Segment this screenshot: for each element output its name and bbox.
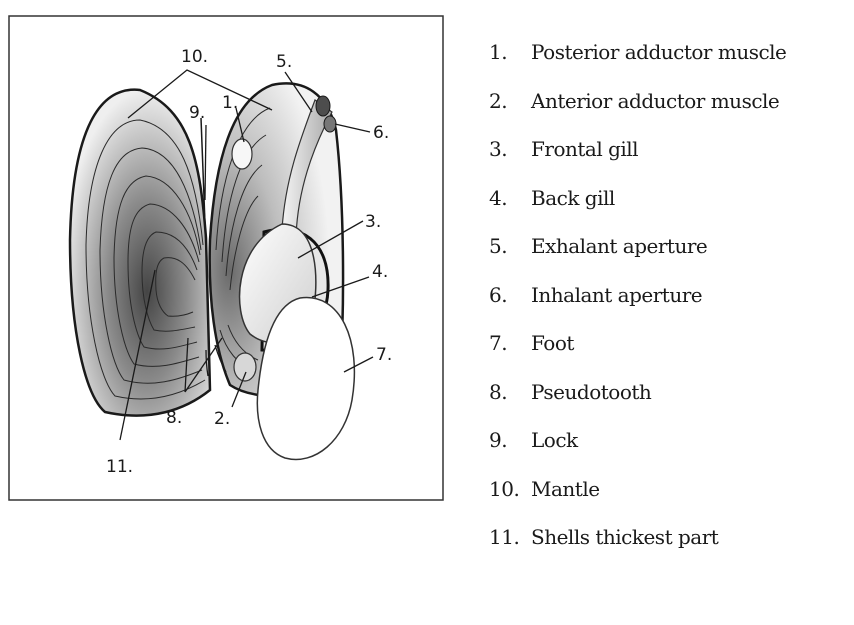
legend-label: Lock (531, 428, 578, 452)
legend-item: 7.Foot (489, 331, 849, 380)
legend-number: 10. (489, 477, 531, 501)
callout-6: 6. (373, 123, 389, 143)
callout-2: 2. (214, 409, 230, 429)
callout-9: 9. (189, 103, 205, 123)
legend-number: 4. (489, 186, 531, 210)
legend-label: Mantle (531, 477, 600, 501)
legend-label: Pseudotooth (531, 380, 651, 404)
legend-item: 8.Pseudotooth (489, 380, 849, 429)
legend-label: Anterior adductor muscle (531, 89, 779, 113)
legend-item: 1.Posterior adductor muscle (489, 40, 849, 89)
legend-item: 2.Anterior adductor muscle (489, 89, 849, 138)
legend-label: Posterior adductor muscle (531, 40, 786, 64)
legend-number: 1. (489, 40, 531, 64)
legend-number: 8. (489, 380, 531, 404)
legend-item: 9.Lock (489, 428, 849, 477)
legend-item: 10.Mantle (489, 477, 849, 526)
legend-item: 6.Inhalant aperture (489, 283, 849, 332)
callout-5: 5. (276, 52, 292, 72)
posterior-adductor-muscle (232, 139, 252, 169)
legend-list: 1.Posterior adductor muscle2.Anterior ad… (489, 40, 849, 574)
legend-item: 5.Exhalant aperture (489, 234, 849, 283)
legend-number: 2. (489, 89, 531, 113)
legend-label: Frontal gill (531, 137, 638, 161)
callout-4: 4. (372, 262, 388, 282)
legend-label: Back gill (531, 186, 615, 210)
legend-item: 3.Frontal gill (489, 137, 849, 186)
callout-8: 8. (166, 408, 182, 428)
legend-number: 9. (489, 428, 531, 452)
inhalant-aperture (324, 116, 336, 132)
legend-item: 4.Back gill (489, 186, 849, 235)
legend-number: 6. (489, 283, 531, 307)
callout-10: 10. (181, 47, 208, 67)
legend-number: 5. (489, 234, 531, 258)
exhalant-aperture (316, 96, 330, 116)
callout-3: 3. (365, 212, 381, 232)
legend-item: 11.Shells thickest part (489, 525, 849, 574)
callout-7: 7. (376, 345, 392, 365)
legend-number: 11. (489, 525, 531, 549)
anterior-adductor-muscle (234, 353, 256, 381)
legend-number: 3. (489, 137, 531, 161)
legend-label: Inhalant aperture (531, 283, 702, 307)
legend-number: 7. (489, 331, 531, 355)
callout-11: 11. (106, 457, 133, 477)
legend-label: Exhalant aperture (531, 234, 707, 258)
left-shell-valve (70, 90, 210, 416)
legend-label: Foot (531, 331, 574, 355)
legend-label: Shells thickest part (531, 525, 718, 549)
callout-1: 1. (222, 93, 238, 113)
